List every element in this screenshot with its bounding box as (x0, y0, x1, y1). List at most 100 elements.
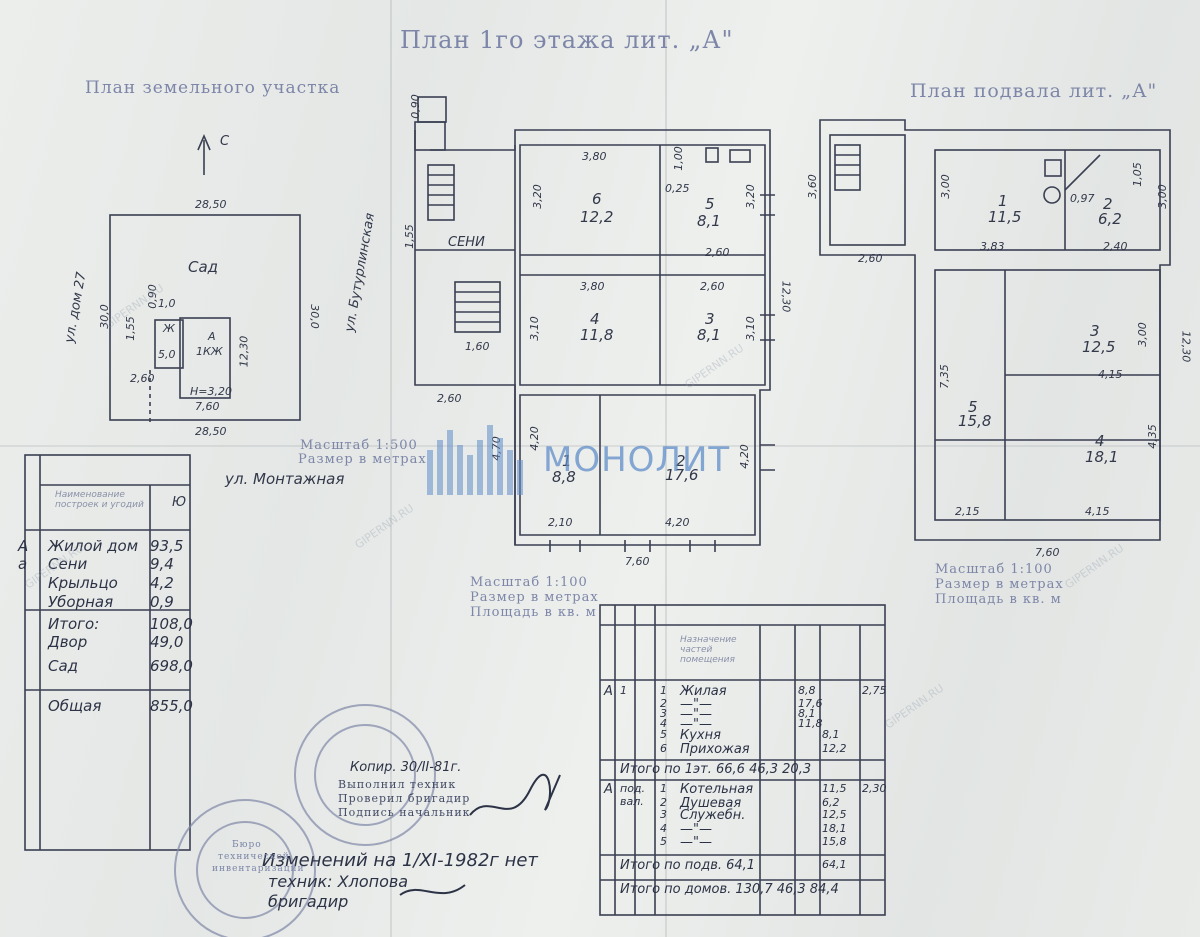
plot-row-value: 108,0 (150, 615, 193, 633)
dimension: 4,15 (1085, 505, 1110, 518)
exp-row-number: 2 (660, 697, 667, 710)
basement-scale: Масштаб 1:100 (935, 562, 1053, 577)
basement-area-units: Площадь в кв. м (935, 592, 1062, 607)
stamp-line: Проверил бригадир (338, 792, 471, 805)
exp-row-name: Жилая (680, 684, 727, 699)
room-number: 2 (1103, 195, 1113, 213)
plot-row-lit: а (18, 555, 28, 573)
dimension: 4,35 (1145, 424, 1159, 449)
room-number: 6 (592, 190, 602, 208)
plot-row-name: Жилой дом (48, 537, 139, 555)
plot-row-value: 93,5 (150, 537, 184, 555)
exp-row-floor: под. вал. (620, 782, 646, 808)
dimension: 4,20 (737, 444, 751, 469)
exp-row-value: 17,6 (798, 697, 823, 710)
exp-row-value: 15,8 (822, 835, 847, 848)
plot-dim-right: 30,0 (307, 304, 321, 329)
changes-technician: техник: Хлопова (268, 872, 409, 891)
first-floor-area-units: Площадь в кв. м (470, 605, 597, 620)
first-floor-units: Размер в метрах (470, 590, 599, 605)
dimension: 4,15 (1098, 368, 1123, 381)
exp-row-name: Душевая (680, 796, 742, 811)
exp-row-name: Итого по 1эт. 66,6 46,3 20,3 (620, 762, 812, 777)
exp-row-value: 8,1 (822, 728, 840, 741)
dimension: 3,20 (530, 184, 544, 209)
exp-row-value: 12,2 (822, 742, 847, 755)
bureau-stamp-text: технической (218, 852, 290, 862)
dimension: 1,00 (671, 146, 685, 171)
room-area: 11,8 (580, 326, 614, 344)
dimension: 2,60 (705, 246, 730, 259)
dimension: 12,30 (779, 280, 793, 313)
room-number: 1 (998, 192, 1008, 210)
basement-title: План подвала лит. „А" (910, 80, 1158, 102)
exp-row-name: —"— (680, 822, 712, 837)
plot-row-name: Уборная (48, 593, 114, 611)
room-number: 4 (590, 310, 600, 328)
bureau-stamp-text: инвентаризации (212, 864, 305, 874)
exp-row-value: 2,30 (862, 782, 887, 795)
dimension: 0,90 (408, 94, 422, 119)
exp-row-value: 11,5 (822, 782, 847, 795)
changes-note: Изменений на 1/XI-1982г нет (262, 850, 538, 871)
fold-line (665, 0, 667, 937)
dimension: 2,15 (955, 505, 980, 518)
dimension: 0,97 (1070, 192, 1095, 205)
house-height: Н=3,20 (190, 385, 232, 398)
explication-header: Назначение частей помещения (680, 635, 737, 665)
first-floor-scale: Масштаб 1:100 (470, 575, 588, 590)
basement-units: Размер в метрах (935, 577, 1064, 592)
room-number: 4 (1095, 432, 1105, 450)
exp-row-number: 5 (660, 835, 667, 848)
house-width: 7,60 (195, 400, 220, 413)
room-number: 1 (562, 452, 572, 470)
plot-scale: Масштаб 1:500 (300, 438, 418, 453)
exp-row-number: 3 (660, 808, 667, 821)
fold-line (390, 0, 392, 937)
logo-text: МОНОЛИТ (543, 440, 731, 480)
land-plot-title: План земельного участка (85, 78, 341, 98)
dimension: 7,35 (937, 364, 951, 389)
monolit-logo: МОНОЛИТ (425, 420, 730, 500)
exp-row-name: Служебн. (680, 808, 746, 823)
exp-row-number: 4 (660, 717, 667, 730)
exp-row-value: 64,1 (822, 858, 847, 871)
exp-row-number: 5 (660, 728, 667, 741)
room-area: 17,6 (665, 466, 699, 484)
dimension: 1,05 (1130, 162, 1144, 187)
dimension: 3,00 (938, 174, 952, 199)
plot-row-value: 9,4 (150, 555, 174, 573)
first-floor-title: План 1го этажа лит. „А" (400, 26, 734, 54)
dimension: 3,80 (580, 280, 605, 293)
house-kzh: 1КЖ (196, 345, 223, 358)
exp-row-number: 6 (660, 742, 667, 755)
exp-row-number: 2 (660, 796, 667, 809)
dimension: 3,00 (1135, 322, 1149, 347)
room-number: 5 (968, 398, 978, 416)
exp-row-value: 6,2 (822, 796, 840, 809)
dimension: 7,60 (625, 555, 650, 568)
exp-row-name: Итого по подв. 64,1 (620, 858, 756, 873)
plot-dim-b: 2,60 (130, 372, 155, 385)
exp-row-value: 2,75 (862, 684, 887, 697)
copy-note: Копир. 30/II-81г. (350, 760, 462, 775)
plot-dim-e: 5,0 (158, 348, 176, 361)
plot-dim-top: 28,50 (195, 198, 227, 211)
exp-row-floor: 1 (620, 684, 627, 697)
room-area: 8,8 (552, 468, 576, 486)
plot-row-name: Общая (48, 697, 102, 715)
room-area: 11,5 (988, 208, 1022, 226)
dimension: 3,00 (1155, 184, 1169, 209)
exp-row-name: Итого по домов. 130,7 46,3 84,4 (620, 882, 839, 897)
stamp-line: Выполнил техник (338, 778, 457, 791)
plot-row-value: 855,0 (150, 697, 193, 715)
room-area: 18,1 (1085, 448, 1119, 466)
exp-row-value: 18,1 (822, 822, 847, 835)
bureau-stamp-text: Бюро (232, 840, 262, 850)
small-building-label: Ж (163, 322, 175, 335)
exp-row-name: —"— (680, 717, 712, 732)
dimension: 3,60 (805, 174, 819, 199)
plot-row-name: Двор (48, 633, 88, 651)
dimension: 1,60 (465, 340, 490, 353)
